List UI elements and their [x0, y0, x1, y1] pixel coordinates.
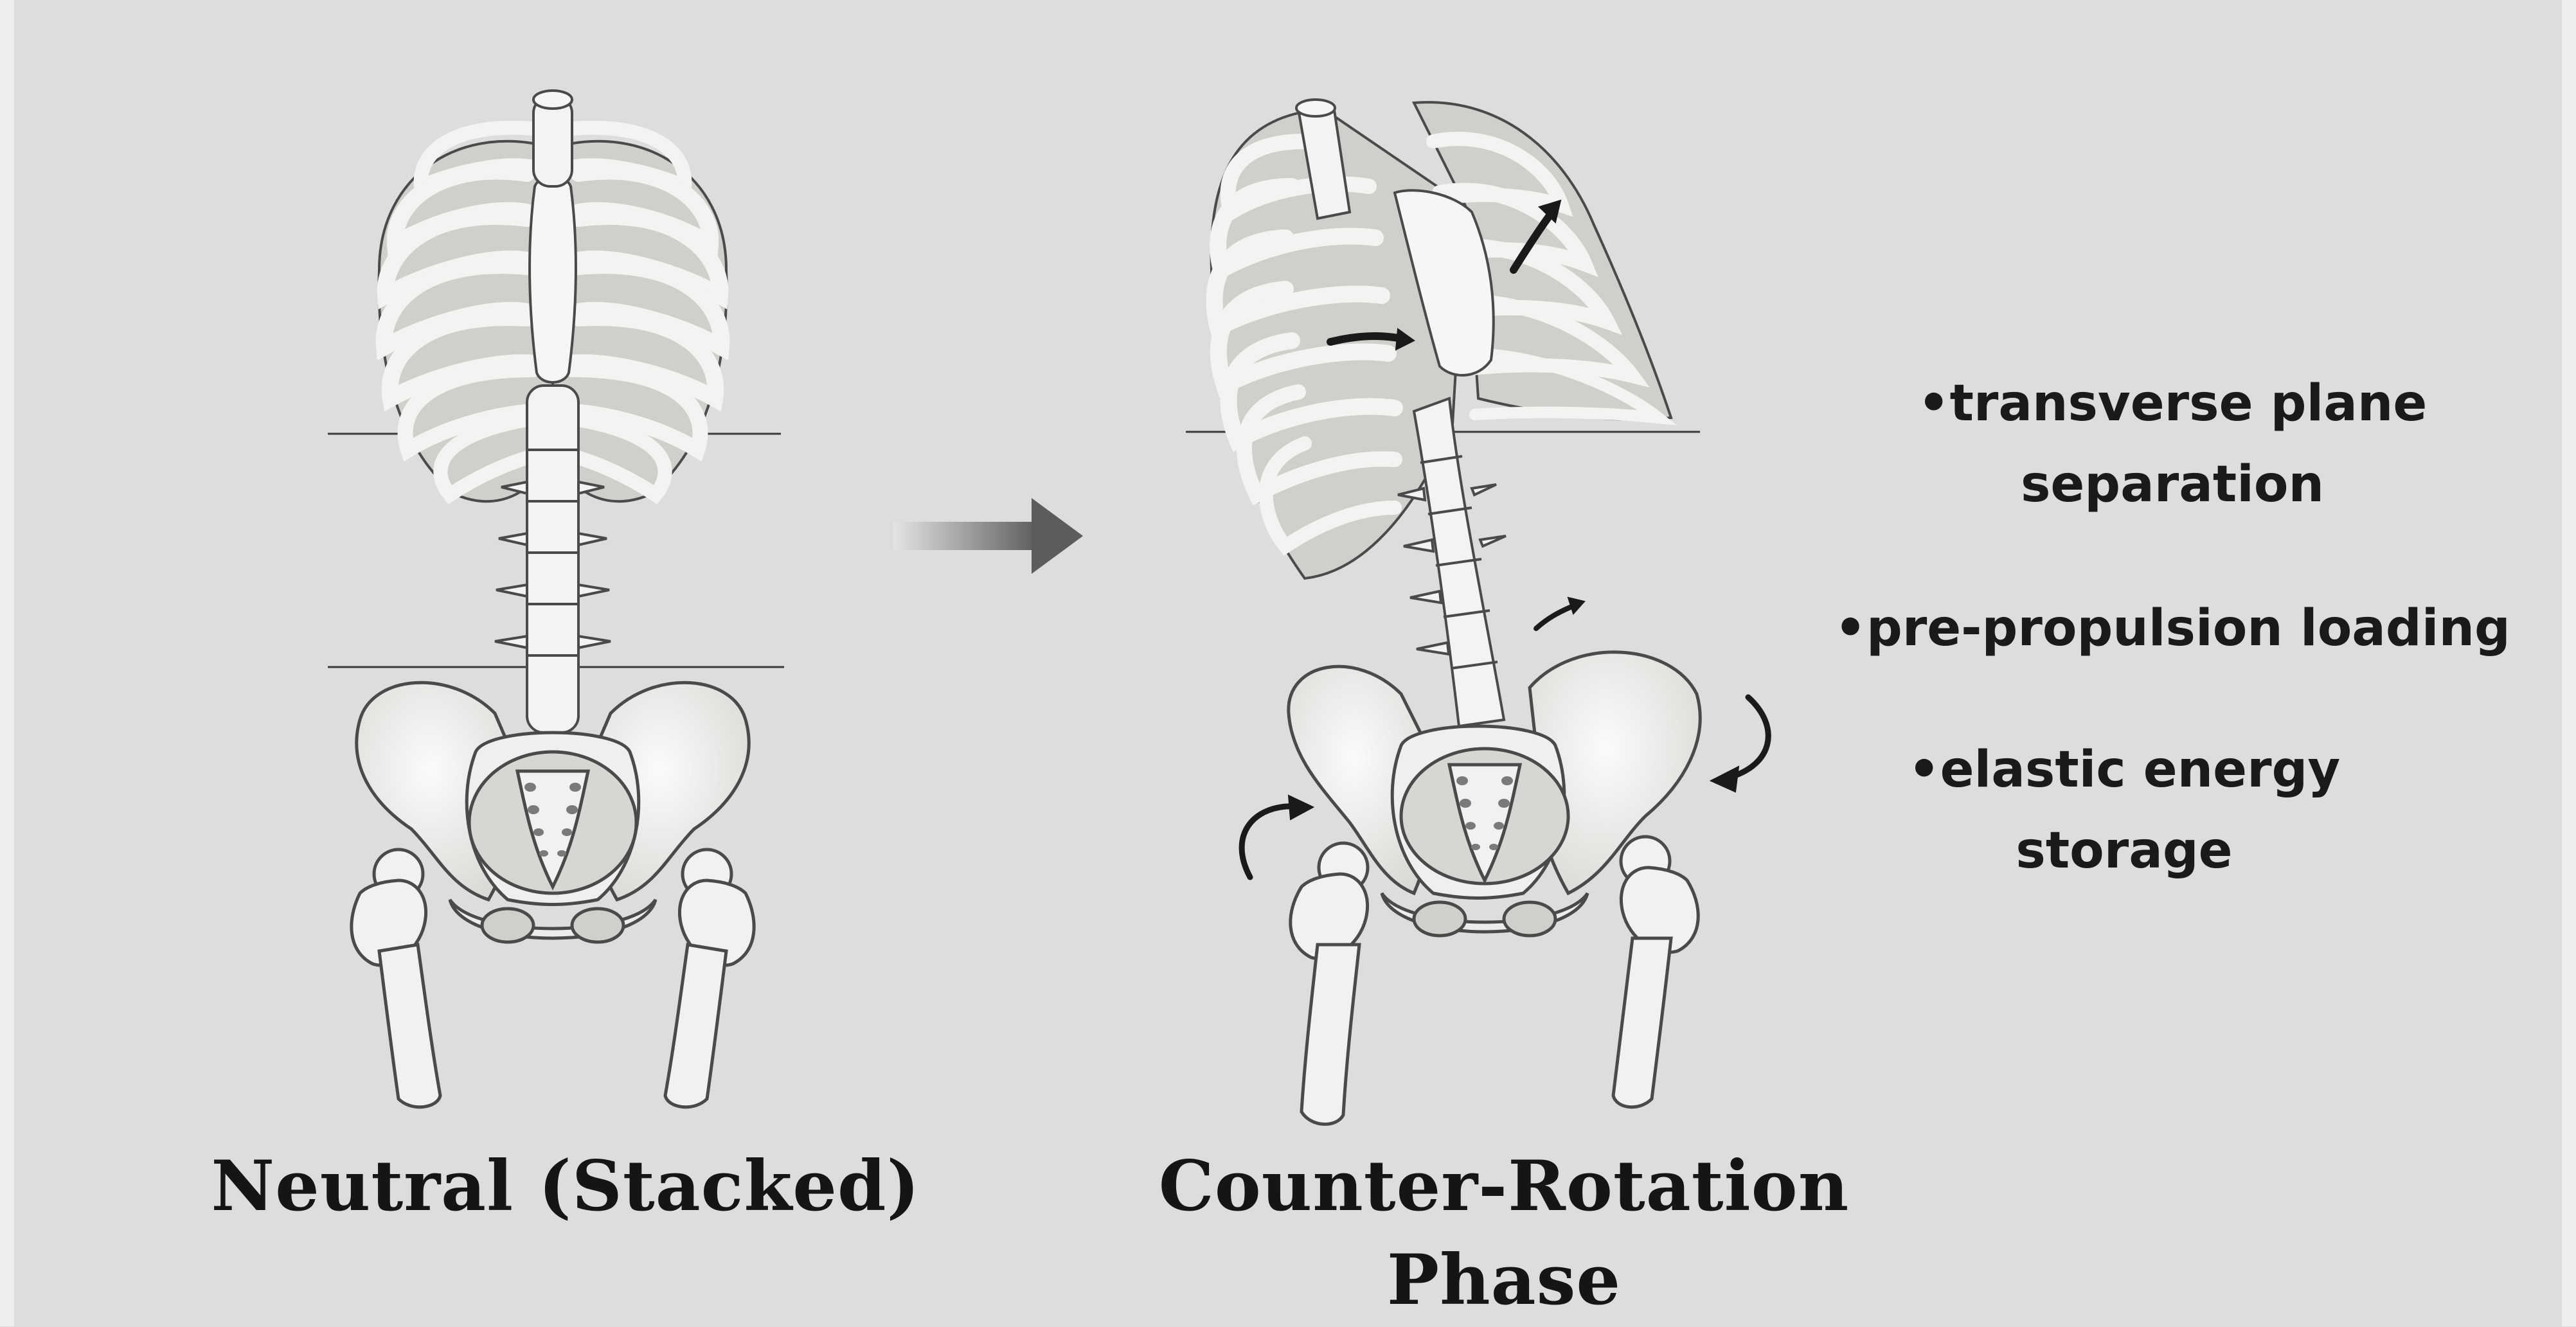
bullet-pre-propulsion: •pre-propulsion loading: [1774, 588, 2571, 669]
right-border: [2562, 0, 2576, 1326]
bullet-line: •elastic energy: [1908, 741, 2341, 799]
bullet-line: storage: [2016, 822, 2233, 880]
caption-counter-rotation-line2: Phase: [1386, 1240, 1622, 1321]
caption-counter-rotation-line1: Counter-Rotation: [1158, 1146, 1850, 1227]
bullet-transverse-plane: •transverse plane separation: [1787, 363, 2558, 525]
left-border: [0, 0, 14, 1326]
caption-neutral-text: Neutral (Stacked): [211, 1146, 920, 1227]
bullet-line: separation: [2020, 456, 2325, 513]
counter-rotation-skeleton: [1186, 98, 1771, 1126]
pelvis: [355, 681, 751, 944]
sternum: [528, 175, 577, 384]
right-arrow-icon: [893, 498, 1083, 574]
bullet-line: •pre-propulsion loading: [1834, 600, 2510, 657]
rotated-pelvis: [1287, 650, 1702, 938]
rotated-rib-cage: [1206, 101, 1677, 580]
caption-counter-rotation: Counter-Rotation Phase: [1105, 1139, 1902, 1327]
caption-neutral: Neutral (Stacked): [180, 1139, 951, 1233]
rotated-sternum: [1393, 189, 1495, 377]
femurs: [350, 848, 756, 1109]
bullet-line: •transverse plane: [1917, 375, 2428, 432]
lumbar-spine: [494, 384, 611, 734]
rib-cage: [375, 120, 730, 504]
curved-arrow-icon: [1239, 199, 1771, 880]
rotated-femurs: [1289, 835, 1700, 1126]
neutral-skeleton: [328, 89, 784, 1109]
bullet-elastic-energy: •elastic energy storage: [1787, 729, 2462, 891]
